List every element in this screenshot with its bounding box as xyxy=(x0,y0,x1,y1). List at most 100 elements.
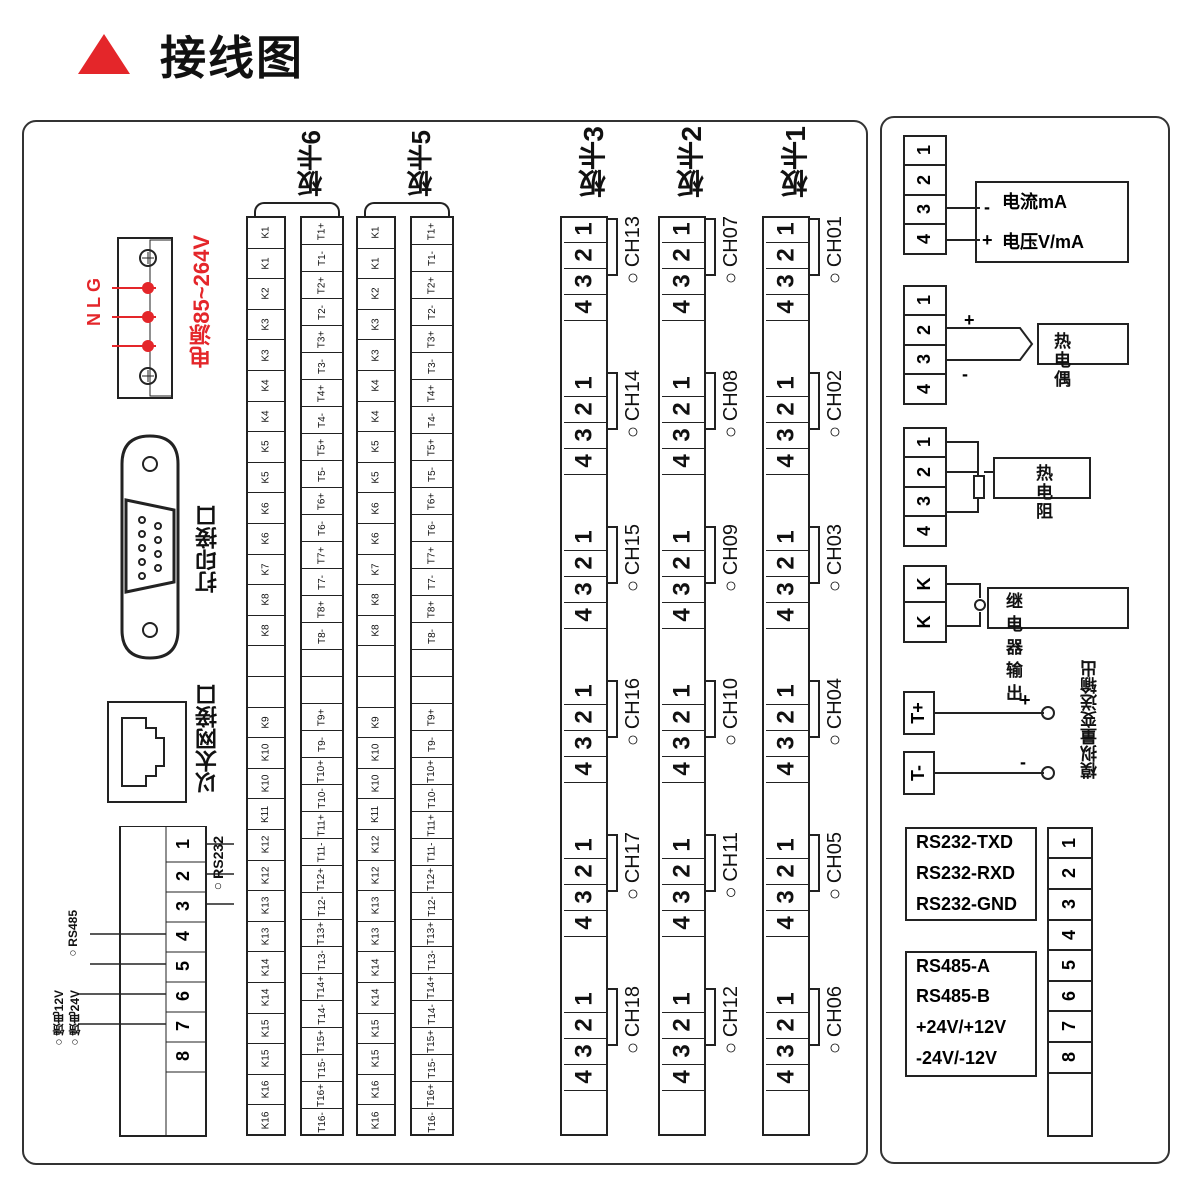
terminal-label: T7+ xyxy=(426,546,438,564)
channel-terminal-number: 1 xyxy=(668,530,696,544)
legend-tminus: T- xyxy=(908,765,928,781)
terminal-label: T12- xyxy=(316,895,328,917)
channel-terminal-number: 2 xyxy=(570,248,598,262)
legend-relay-k2: K xyxy=(914,616,934,629)
legend-term-1b: 1 xyxy=(914,295,934,305)
terminal-label: K8 xyxy=(370,593,382,607)
terminal-cell: T3+ xyxy=(302,326,342,353)
channel-bracket xyxy=(706,680,716,738)
terminal-cell: K8 xyxy=(358,616,394,647)
channel-terminal: 3 xyxy=(766,884,808,911)
channel-terminal-number: 1 xyxy=(570,222,598,236)
channel-bracket xyxy=(706,526,716,584)
channel-terminal: 4 xyxy=(766,294,808,321)
terminal-cell: K6 xyxy=(358,493,394,524)
channel-terminal-number: 4 xyxy=(570,454,598,468)
channel-terminal: 3 xyxy=(564,1038,606,1065)
channel-label: ○CH16 xyxy=(622,678,644,752)
channel-terminal-number: 4 xyxy=(668,454,696,468)
channel-terminal-number: 3 xyxy=(570,736,598,750)
channel-terminal-number: 3 xyxy=(772,890,800,904)
terminal-cell: T5+ xyxy=(412,434,452,461)
legend-voltage: 电压V/mA xyxy=(1002,231,1084,252)
terminal-label: T15- xyxy=(426,1057,438,1079)
channel-terminal: 4 xyxy=(564,756,606,783)
channel-terminal-number: 4 xyxy=(772,916,800,930)
terminal-cell: T13- xyxy=(302,947,342,974)
legend-relay-k1: K xyxy=(914,578,934,591)
channel-terminal: 3 xyxy=(564,422,606,449)
terminal-label: K14 xyxy=(370,958,382,977)
terminal-cell: K10 xyxy=(248,738,284,769)
terminal-label: T15- xyxy=(316,1057,328,1079)
terminal-cell: T11+ xyxy=(412,812,452,839)
channel-terminal-number: 4 xyxy=(668,916,696,930)
terminal-cell: T11- xyxy=(412,839,452,866)
terminal-label: T9- xyxy=(426,736,438,752)
terminal-cell: K9 xyxy=(248,708,284,739)
legend-analog-output: 模拟量变送输出 xyxy=(1081,660,1100,779)
terminal-cell: K16 xyxy=(248,1075,284,1106)
power-label: 电源85~264V xyxy=(189,235,214,368)
legend-plus-a: + xyxy=(982,230,993,250)
relay-card-title: 板卡5 xyxy=(406,130,436,197)
terminal-label: T11+ xyxy=(316,813,328,837)
channel-label: ○CH08 xyxy=(720,370,742,444)
terminal-cell: K3 xyxy=(248,310,284,341)
channel-terminal-number: 1 xyxy=(772,684,800,698)
channel-terminal: 4 xyxy=(766,448,808,475)
channel-terminal-number: 3 xyxy=(668,890,696,904)
channel-terminal-number: 1 xyxy=(570,684,598,698)
terminal-cell: T1+ xyxy=(302,218,342,245)
terminal-label: K8 xyxy=(370,624,382,637)
channel-terminal-number: 1 xyxy=(570,376,598,390)
terminal-cell: K5 xyxy=(358,463,394,494)
terminal-cell: T3+ xyxy=(412,326,452,353)
terminal-label: K15 xyxy=(370,1019,382,1038)
channel-terminal-number: 3 xyxy=(570,428,598,442)
terminal-label: T4- xyxy=(426,412,438,428)
channel-terminal-number: 3 xyxy=(772,274,800,288)
terminal-label: K15 xyxy=(260,1019,272,1038)
terminal-label: K2 xyxy=(370,287,382,301)
terminal-cell: K1 xyxy=(248,218,284,249)
terminal-label: K15 xyxy=(370,1050,382,1068)
channel-terminal: 4 xyxy=(766,756,808,783)
terminal-label: K4 xyxy=(370,410,382,423)
channel-terminal-number: 1 xyxy=(772,530,800,544)
channel-terminal-number: 4 xyxy=(668,608,696,622)
terminal-cell: T14+ xyxy=(302,974,342,1001)
terminal-label: T2+ xyxy=(426,276,438,294)
terminal-label: T11- xyxy=(426,842,438,862)
terminal-cell: K16 xyxy=(248,1105,284,1136)
terminal-cell: T16- xyxy=(302,1109,342,1136)
channel-terminal: 1 xyxy=(662,524,704,551)
terminal-cell: T8+ xyxy=(412,596,452,623)
terminal-t-column: T1+T1-T2+T2-T3+T3-T4+T4-T5+T5-T6+T6-T7+T… xyxy=(300,216,344,1136)
channel-terminal-number: 4 xyxy=(570,762,598,776)
channel-bracket xyxy=(706,218,716,276)
input-card-title: 板卡1 xyxy=(780,126,811,198)
terminal-cell: T12- xyxy=(412,893,452,920)
legend-term-2c: 2 xyxy=(914,467,934,477)
legend-term-1c: 1 xyxy=(914,437,934,447)
terminal-cell: T5+ xyxy=(302,434,342,461)
terminal-cell: K8 xyxy=(358,585,394,616)
comm-terminal-6: 6 xyxy=(173,991,193,1001)
channel-terminal-number: 2 xyxy=(668,710,696,724)
channel-terminal: 2 xyxy=(662,1012,704,1039)
signal-rs485-b: RS485-B xyxy=(916,986,990,1006)
terminal-cell: T9+ xyxy=(302,704,342,731)
terminal-label: K4 xyxy=(260,379,272,392)
terminal-cell: T15+ xyxy=(302,1028,342,1055)
legend-current: 电流mA xyxy=(1002,191,1067,212)
channel-terminal-number: 2 xyxy=(772,248,800,262)
terminal-label: T13+ xyxy=(426,921,438,945)
terminal-label: K7 xyxy=(370,563,382,576)
terminal-label: T1- xyxy=(316,250,328,266)
terminal-cell: T10- xyxy=(302,785,342,812)
channel-terminal: 3 xyxy=(662,268,704,295)
